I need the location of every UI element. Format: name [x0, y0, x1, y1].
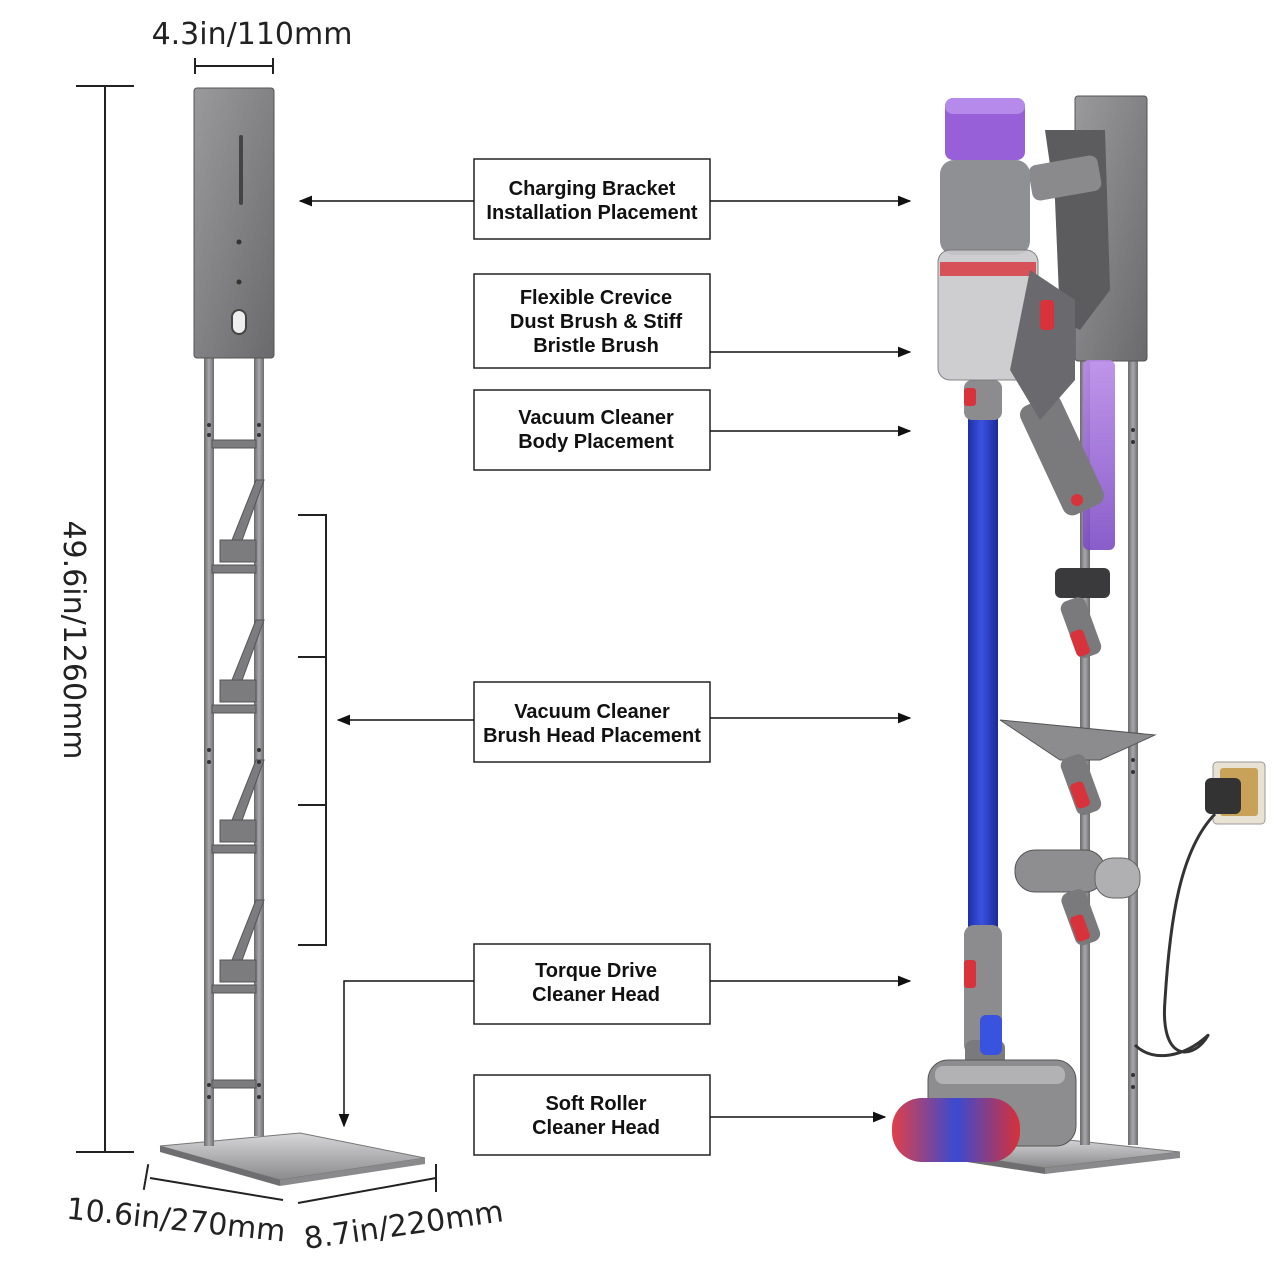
label-crevice-line1: Flexible Crevice [520, 287, 672, 309]
loaded-stand [892, 95, 1266, 1174]
label-brush-head-line1: Vacuum Cleaner [514, 701, 670, 723]
label-charging-line2: Installation Placement [486, 202, 698, 224]
label-torque: Torque Drive Cleaner Head [473, 943, 711, 1025]
label-torque-line2: Cleaner Head [532, 984, 660, 1006]
base-plate [159, 1132, 426, 1181]
vacuum-wand [968, 405, 998, 933]
label-brush-head-line2: Brush Head Placement [483, 725, 701, 747]
label-torque-line1: Torque Drive [535, 960, 657, 982]
label-charging: Charging Bracket Installation Placement [473, 158, 711, 240]
dim-base-width-label: 8.7in/220mm [302, 1194, 506, 1257]
brush-head-bracket [298, 514, 327, 946]
right-post [254, 356, 264, 1136]
vacuum-body [937, 98, 1075, 420]
label-crevice: Flexible Crevice Dust Brush & Stiff Bris… [473, 273, 711, 369]
label-brush-head: Vacuum Cleaner Brush Head Placement [473, 681, 711, 763]
label-soft-roller-line1: Soft Roller [545, 1093, 646, 1115]
arrow-torque-left [338, 980, 474, 1128]
power-plug [1133, 761, 1266, 1058]
label-charging-line1: Charging Bracket [509, 178, 676, 200]
label-body-line2: Body Placement [518, 431, 674, 453]
dim-width-top: 4.3in/110mm [152, 17, 353, 74]
label-crevice-line3: Bristle Brush [533, 335, 659, 357]
dim-width-top-label: 4.3in/110mm [152, 17, 353, 52]
arrows [298, 195, 912, 1128]
dim-height: 49.6in/1260mm [56, 85, 134, 1153]
label-soft-roller-line2: Cleaner Head [532, 1117, 660, 1139]
label-crevice-line2: Dust Brush & Stiff [510, 311, 683, 333]
charging-plate [193, 87, 275, 359]
label-body-line1: Vacuum Cleaner [518, 407, 674, 429]
label-body: Vacuum Cleaner Body Placement [473, 389, 711, 471]
dim-base-depth-label: 10.6in/270mm [65, 1192, 287, 1250]
label-soft-roller: Soft Roller Cleaner Head [473, 1074, 711, 1156]
dim-height-label: 49.6in/1260mm [56, 520, 91, 759]
soft-roller-head [892, 1015, 1077, 1162]
empty-stand [159, 87, 426, 1186]
